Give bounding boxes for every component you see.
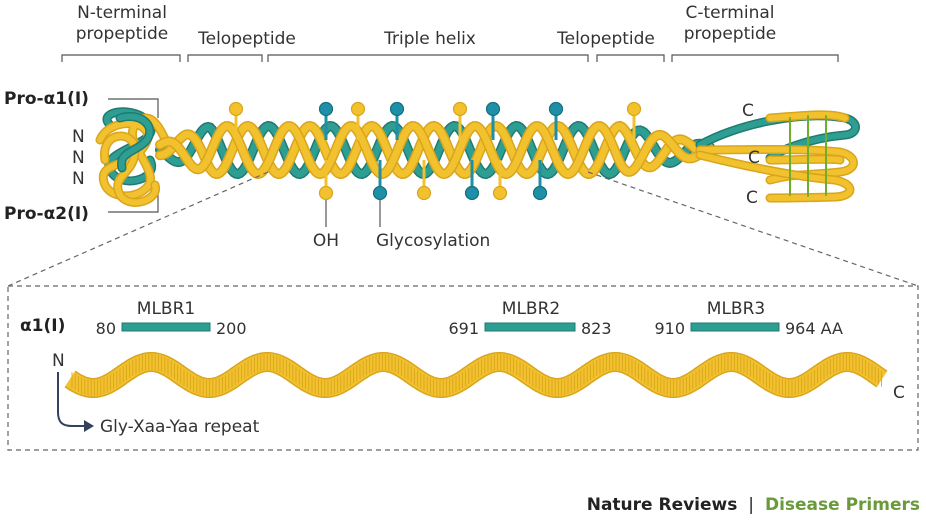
repeat-arrow-head	[84, 420, 94, 432]
mlbr2: MLBR2 691 823	[448, 299, 611, 338]
pro-alpha2-leader	[108, 192, 159, 213]
sugar-dot-bottom-1	[372, 185, 388, 201]
pro-alpha2-label: Pro-α2(I)	[4, 204, 89, 224]
mlbr3-bar	[690, 322, 780, 332]
repeat-label: Gly-Xaa-Yaa repeat	[100, 417, 260, 437]
mlbr1-bar	[121, 322, 211, 332]
n-terminus-2: N	[72, 148, 85, 168]
sugar-dot-top-1	[318, 101, 334, 117]
c-terminus-2: C	[748, 148, 760, 168]
triple-helix-label: Triple helix	[383, 29, 476, 49]
telopeptide-right-label: Telopeptide	[556, 29, 655, 49]
mlbr-regions: MLBR1 80 200 MLBR2 691 823 MLBR3 910 964…	[96, 299, 843, 338]
wave-body	[65, 353, 887, 397]
pro-alpha1-label: Pro-α1(I)	[4, 89, 89, 109]
sugar-dot-top-6	[548, 101, 564, 117]
mlbr2-name: MLBR2	[502, 299, 560, 319]
c-propeptide-globule	[695, 110, 860, 203]
mlbr1-start: 80	[96, 319, 116, 338]
footer: Nature Reviews | Disease Primers	[587, 495, 920, 515]
section-brackets	[61, 54, 839, 62]
n-propeptide-globule	[95, 107, 175, 207]
mlbr2-bar	[484, 322, 576, 332]
mlbr3-end: 964 AA	[785, 319, 843, 338]
hydroxyl-dot-top-0	[228, 101, 244, 117]
triple-helix	[155, 120, 715, 180]
n-terminus-1: N	[72, 127, 85, 147]
hydroxyl-dot-top-7	[626, 101, 642, 117]
n-terminus-3: N	[72, 169, 85, 189]
sugar-dot-bottom-3	[464, 185, 480, 201]
mlbr3-name: MLBR3	[707, 299, 765, 319]
mlbr1: MLBR1 80 200	[96, 299, 247, 338]
detail-n-label: N	[52, 351, 65, 371]
wave-hatching	[71, 354, 883, 396]
footer-series: Disease Primers	[765, 495, 920, 515]
zoom-guides	[7, 171, 919, 287]
detail-box	[7, 285, 919, 451]
telopeptide-left-label: Telopeptide	[197, 29, 296, 49]
disulfide-bonds	[789, 115, 827, 197]
alpha1-chain-label: α1(I)	[20, 316, 65, 336]
bracket-n-propeptide	[61, 54, 181, 62]
hydroxyl-dot-bottom-2	[416, 185, 432, 201]
sugar-dot-top-5	[485, 101, 501, 117]
bracket-c-propeptide	[671, 54, 839, 62]
repeat-arrow	[57, 372, 88, 427]
c-terminus-3: C	[746, 188, 758, 208]
c-terminus-1: C	[742, 101, 754, 121]
hydroxyl-dot-bottom-4	[492, 185, 508, 201]
sugar-dot-top-3	[389, 101, 405, 117]
mlbr2-end: 823	[581, 319, 612, 338]
sugar-dot-bottom-5	[532, 185, 548, 201]
bracket-telopeptide-right	[596, 54, 665, 62]
mlbr2-start: 691	[448, 319, 479, 338]
bracket-triple-helix	[267, 54, 589, 62]
hydroxyl-dot-top-2	[350, 101, 366, 117]
detail-c-label: C	[893, 383, 905, 403]
hydroxyl-dot-bottom-0	[318, 185, 334, 201]
mlbr3: MLBR3 910 964 AA	[654, 299, 843, 338]
hydroxyl-dot-top-4	[452, 101, 468, 117]
footer-journal: Nature Reviews	[587, 495, 738, 515]
mlbr1-name: MLBR1	[137, 299, 195, 319]
modification-stalks	[228, 101, 642, 201]
pro-alpha1-leader	[108, 98, 159, 118]
footer-separator: |	[748, 495, 754, 515]
mlbr1-end: 200	[216, 319, 247, 338]
alpha1-wavy-chain	[64, 352, 888, 398]
bracket-telopeptide-left	[187, 54, 263, 62]
glycosylation-label: Glycosylation	[376, 231, 490, 251]
hydroxylation-label: OH	[313, 231, 339, 251]
mlbr3-start: 910	[654, 319, 685, 338]
helix-strand-yellow-1	[156, 122, 714, 178]
helix-strand-yellow-2	[156, 122, 714, 178]
